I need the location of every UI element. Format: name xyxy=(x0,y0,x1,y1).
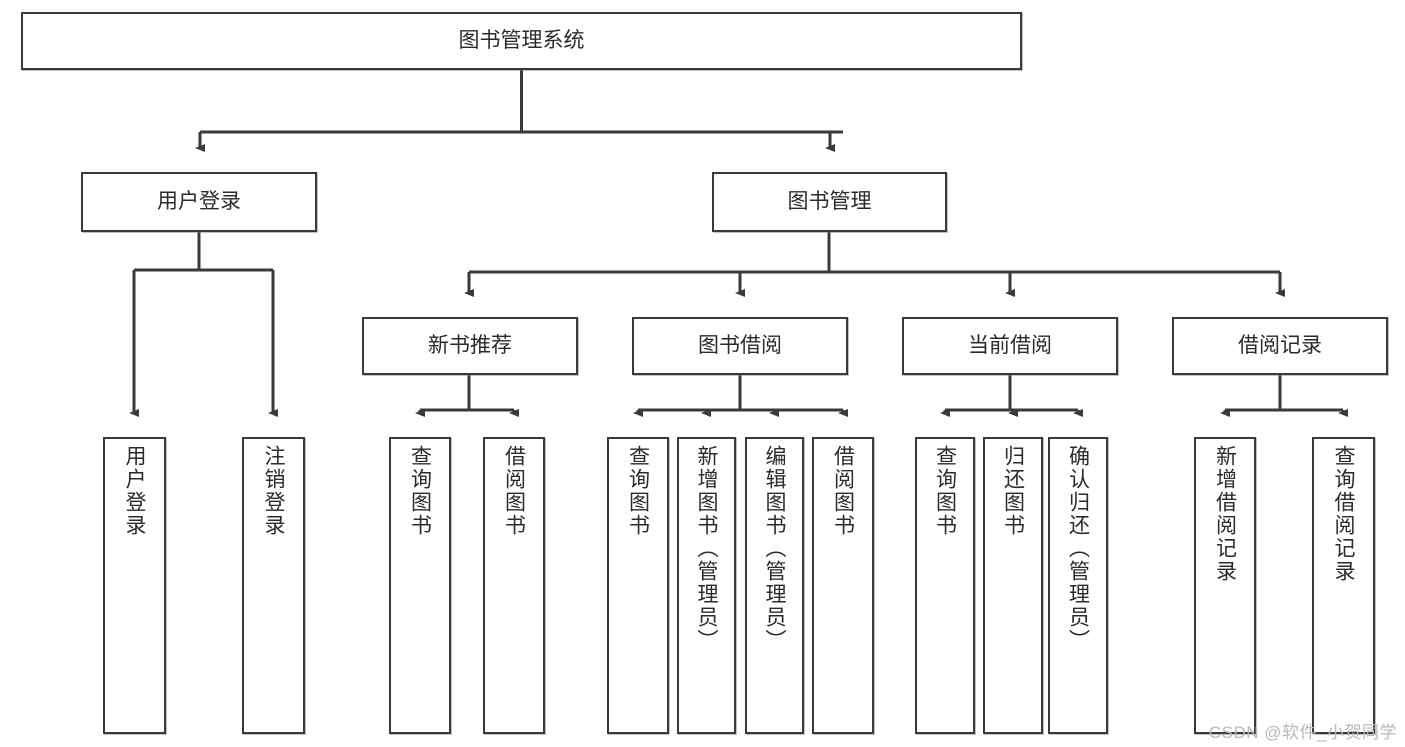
node-leaf-logout[interactable]: 注销登录 xyxy=(242,437,305,734)
node-leaf-user-login[interactable]: 用户登录 xyxy=(103,437,166,734)
node-leaf-query-record[interactable]: 查询借阅记录 xyxy=(1312,437,1375,734)
node-leaf-borrow-book-1-label: 借阅图书 xyxy=(502,445,526,537)
node-user-login-label: 用户登录 xyxy=(157,189,241,213)
node-book-manage[interactable]: 图书管理 xyxy=(712,172,947,232)
node-current-borrow[interactable]: 当前借阅 xyxy=(902,317,1118,375)
node-leaf-query-book-3-label: 查询图书 xyxy=(933,445,957,537)
node-leaf-query-book-3[interactable]: 查询图书 xyxy=(915,437,975,734)
node-leaf-add-record-label: 新增借阅记录 xyxy=(1213,445,1237,583)
node-root-label: 图书管理系统 xyxy=(458,28,585,52)
node-user-login[interactable]: 用户登录 xyxy=(81,172,317,232)
node-leaf-confirm-return-label: 确认归还（管理员） xyxy=(1066,445,1090,652)
node-leaf-query-book-2[interactable]: 查询图书 xyxy=(607,437,669,734)
node-book-manage-label: 图书管理 xyxy=(787,189,872,213)
node-book-borrow-label: 图书借阅 xyxy=(698,333,782,357)
node-leaf-return-book[interactable]: 归还图书 xyxy=(983,437,1043,734)
node-leaf-query-book-2-label: 查询图书 xyxy=(626,445,650,537)
node-leaf-edit-book-label: 编辑图书（管理员） xyxy=(763,445,786,652)
node-leaf-return-book-label: 归还图书 xyxy=(1001,445,1025,537)
node-leaf-query-book-1[interactable]: 查询图书 xyxy=(389,437,451,734)
node-leaf-add-book[interactable]: 新增图书（管理员） xyxy=(677,437,736,734)
node-leaf-add-record[interactable]: 新增借阅记录 xyxy=(1194,437,1256,734)
node-leaf-confirm-return[interactable]: 确认归还（管理员） xyxy=(1048,437,1108,734)
node-leaf-borrow-book-2-label: 借阅图书 xyxy=(831,445,855,537)
node-leaf-logout-label: 注销登录 xyxy=(262,445,285,537)
node-new-book-recommend[interactable]: 新书推荐 xyxy=(362,317,578,375)
node-borrow-record[interactable]: 借阅记录 xyxy=(1172,317,1388,375)
node-leaf-borrow-book-2[interactable]: 借阅图书 xyxy=(812,437,874,734)
node-root-system[interactable]: 图书管理系统 xyxy=(21,12,1022,70)
node-leaf-user-login-label: 用户登录 xyxy=(123,445,146,537)
node-book-borrow[interactable]: 图书借阅 xyxy=(632,317,848,375)
node-leaf-query-book-1-label: 查询图书 xyxy=(408,445,432,537)
node-new-book-recommend-label: 新书推荐 xyxy=(428,333,512,357)
node-leaf-borrow-book-1[interactable]: 借阅图书 xyxy=(483,437,545,734)
node-borrow-record-label: 借阅记录 xyxy=(1238,333,1322,357)
node-leaf-edit-book[interactable]: 编辑图书（管理员） xyxy=(745,437,804,734)
node-leaf-query-record-label: 查询借阅记录 xyxy=(1332,445,1355,583)
node-leaf-add-book-label: 新增图书（管理员） xyxy=(695,445,718,652)
node-current-borrow-label: 当前借阅 xyxy=(968,333,1052,357)
